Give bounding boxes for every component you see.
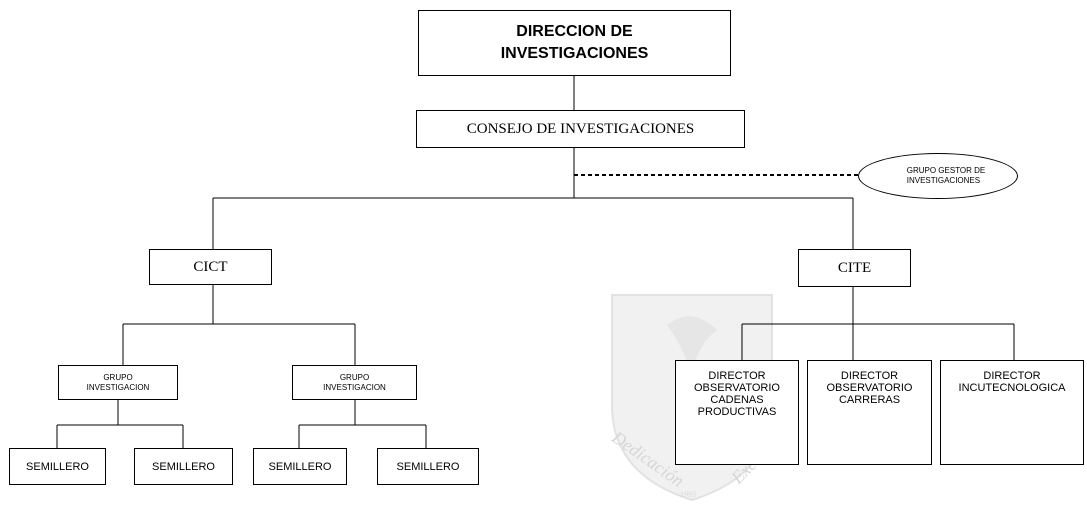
semillero-box: SEMILLERO	[377, 448, 479, 485]
semillero-box: SEMILLERO	[134, 448, 233, 485]
grupo-investigacion-label: GRUPO INVESTIGACION	[323, 372, 386, 392]
semillero-box: SEMILLERO	[253, 448, 347, 485]
grupo-gestor-oval: GRUPO GESTOR DE INVESTIGACIONES	[858, 153, 1018, 199]
grupo-investigacion-box: GRUPO INVESTIGACION	[292, 365, 417, 400]
semillero-box: SEMILLERO	[9, 448, 106, 485]
director-label: DIRECTOR OBSERVATORIO CARRERAS	[826, 370, 913, 406]
grupo-gestor-label: GRUPO GESTOR DE INVESTIGACIONES	[906, 166, 986, 185]
semillero-label: SEMILLERO	[26, 460, 89, 473]
semillero-label: SEMILLERO	[268, 460, 332, 473]
director-box: DIRECTOR OBSERVATORIO CADENAS PRODUCTIVA…	[675, 360, 799, 465]
semillero-label: SEMILLERO	[152, 460, 215, 473]
semillero-label: SEMILLERO	[396, 460, 460, 473]
cite-label: CITE	[837, 259, 872, 276]
cict-label: CICT	[193, 258, 228, 275]
grupo-investigacion-box: GRUPO INVESTIGACION	[58, 365, 178, 400]
grupo-investigacion-label: GRUPO INVESTIGACION	[86, 372, 150, 392]
direccion-box: DIRECCION DE INVESTIGACIONES	[418, 10, 731, 76]
director-box: DIRECTOR INCUTECNOLOGICA	[940, 360, 1084, 465]
director-label: DIRECTOR OBSERVATORIO CADENAS PRODUCTIVA…	[694, 370, 780, 418]
direccion-title: DIRECCION DE INVESTIGACIONES	[500, 23, 649, 62]
cite-box: CITE	[798, 249, 911, 287]
consejo-label: CONSEJO DE INVESTIGACIONES	[466, 120, 695, 137]
cict-box: CICT	[149, 249, 272, 285]
watermark-year: 1993	[680, 490, 696, 499]
director-label: DIRECTOR INCUTECNOLOGICA	[958, 370, 1066, 394]
consejo-box: CONSEJO DE INVESTIGACIONES	[416, 110, 745, 148]
director-box: DIRECTOR OBSERVATORIO CARRERAS	[807, 360, 932, 465]
